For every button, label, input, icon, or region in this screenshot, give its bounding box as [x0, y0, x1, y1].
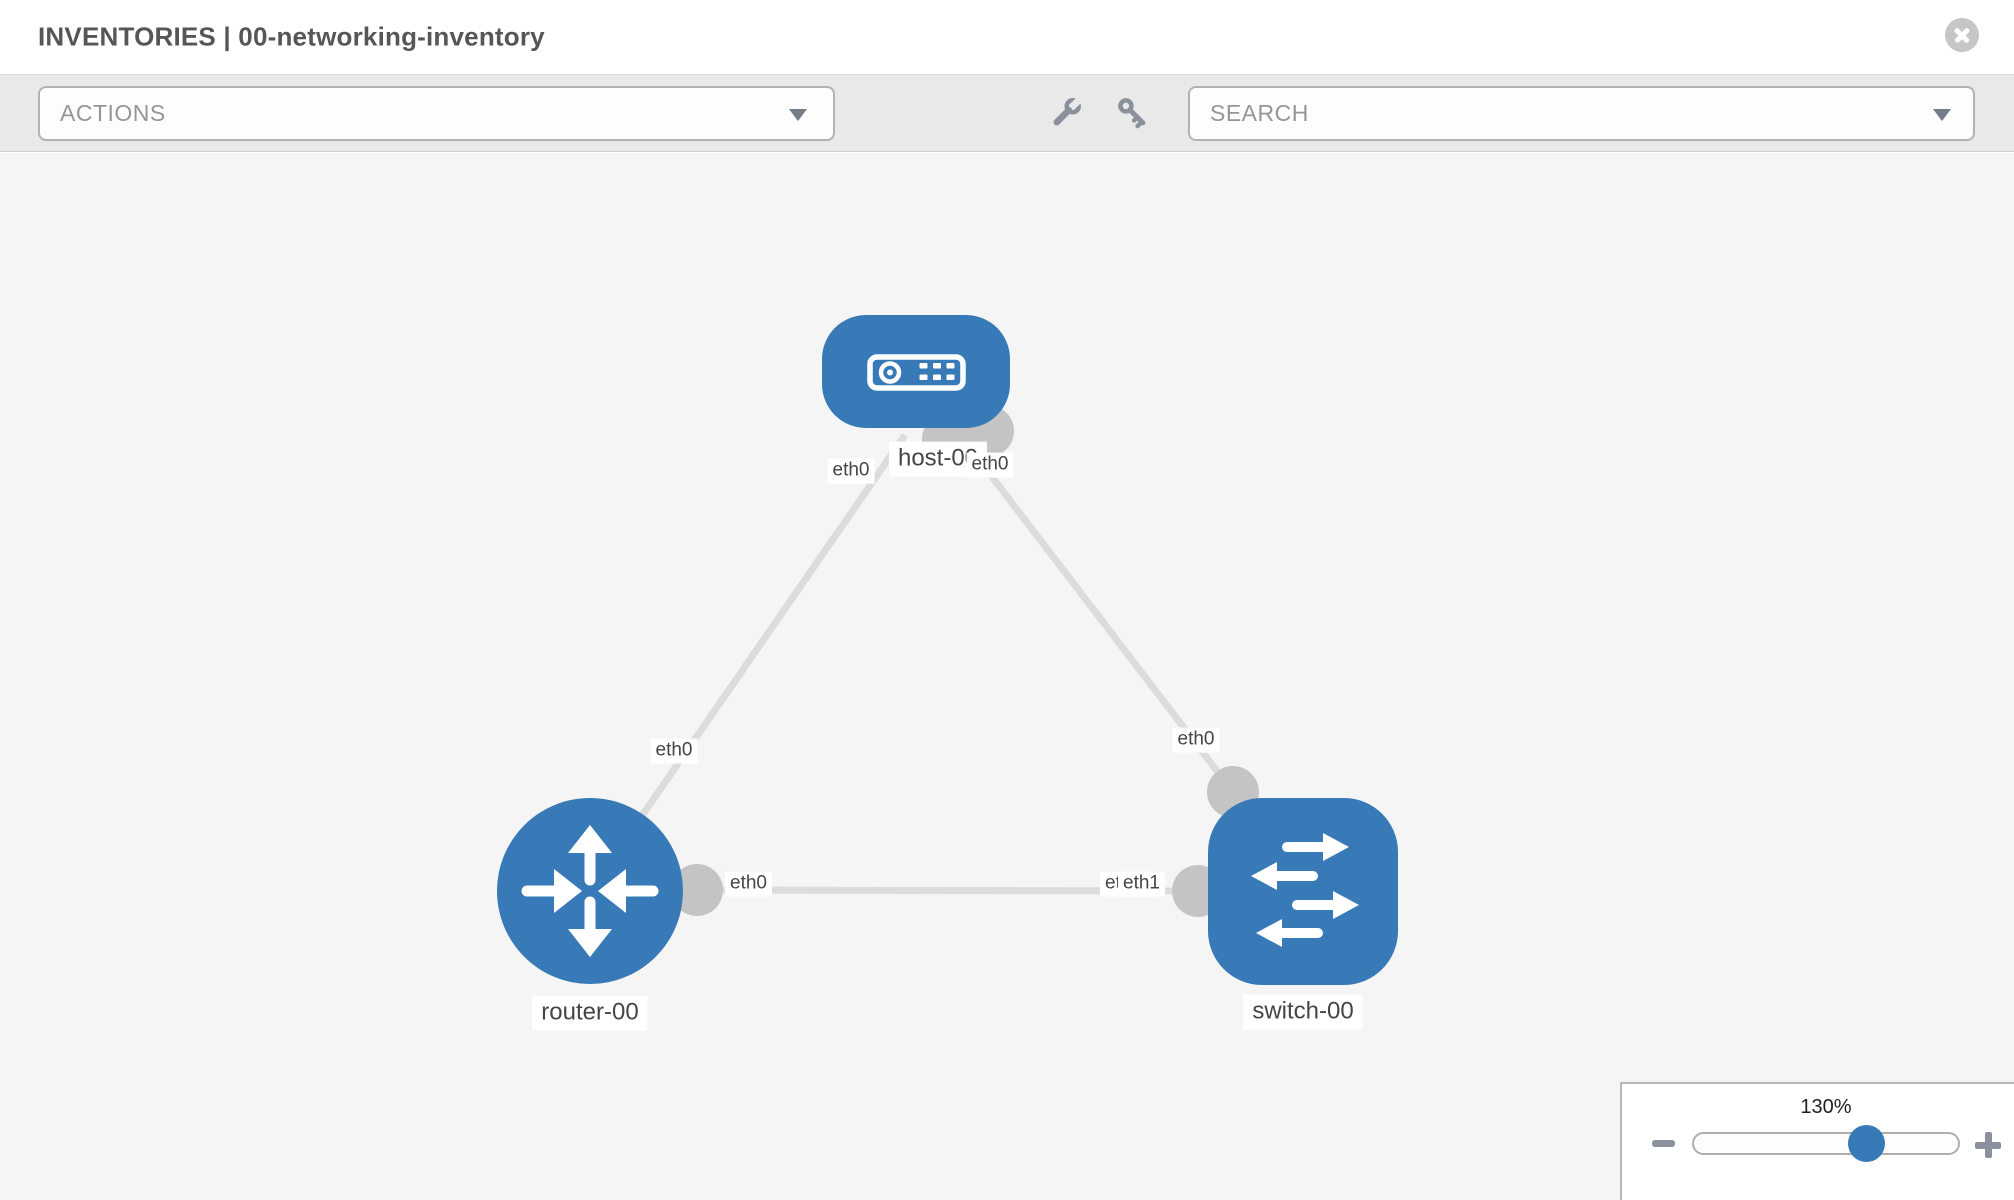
zoom-level-text: 130% — [1800, 1096, 1852, 1118]
interface-label-switch-eth0-uplink: eth0 — [1172, 727, 1220, 753]
topology-canvas[interactable]: host-00 router-00 switch-00 eth0 eth0 et… — [0, 153, 2014, 1200]
chevron-down-icon — [789, 108, 807, 121]
plus-icon — [1985, 1132, 1992, 1158]
zoom-panel: 130% — [1620, 1082, 2014, 1200]
search-dropdown[interactable]: SEARCH — [1188, 86, 1975, 141]
node-switch-00[interactable] — [1208, 798, 1398, 985]
chevron-down-icon — [1933, 108, 1951, 121]
node-router-00[interactable] — [497, 798, 683, 984]
link-endpoint — [671, 864, 723, 916]
links-layer — [587, 432, 1236, 895]
page-title: INVENTORIES | 00-networking-inventory — [38, 21, 545, 52]
zoom-slider-track[interactable] — [1692, 1125, 1960, 1162]
toolbar: ACTIONS SEARCH — [0, 75, 2014, 152]
close-button[interactable] — [1945, 18, 1979, 52]
topology-svg — [497, 315, 1398, 985]
interface-label-switch-eth1: eth1 — [1118, 871, 1165, 897]
interface-label-router-eth0-uplink: eth0 — [650, 738, 698, 764]
search-placeholder: SEARCH — [1210, 100, 1309, 126]
interface-label-router-eth0: eth0 — [725, 871, 772, 897]
wrench-icon[interactable] — [1048, 95, 1084, 131]
node-host-00[interactable] — [822, 315, 1010, 428]
host-icon — [867, 354, 966, 391]
router-icon — [521, 825, 659, 957]
wrench-glyph — [1053, 97, 1082, 126]
key-icon[interactable] — [1115, 95, 1151, 131]
interface-label-host-eth0-right: eth0 — [966, 452, 1014, 478]
endpoints-layer — [671, 405, 1259, 917]
switch-icon — [1251, 833, 1359, 947]
node-label-router-00: router-00 — [532, 995, 648, 1031]
page-header: INVENTORIES | 00-networking-inventory — [0, 0, 2014, 75]
actions-dropdown[interactable]: ACTIONS — [38, 86, 835, 141]
key-glyph — [1118, 98, 1146, 129]
actions-dropdown-label: ACTIONS — [60, 100, 166, 126]
interface-label-host-eth0-left: eth0 — [827, 458, 875, 484]
zoom-in-button[interactable] — [1975, 1132, 2001, 1158]
node-label-switch-00: switch-00 — [1243, 994, 1363, 1030]
zoom-out-button[interactable] — [1652, 1140, 1675, 1147]
zoom-slider-thumb[interactable] — [1848, 1125, 1885, 1162]
